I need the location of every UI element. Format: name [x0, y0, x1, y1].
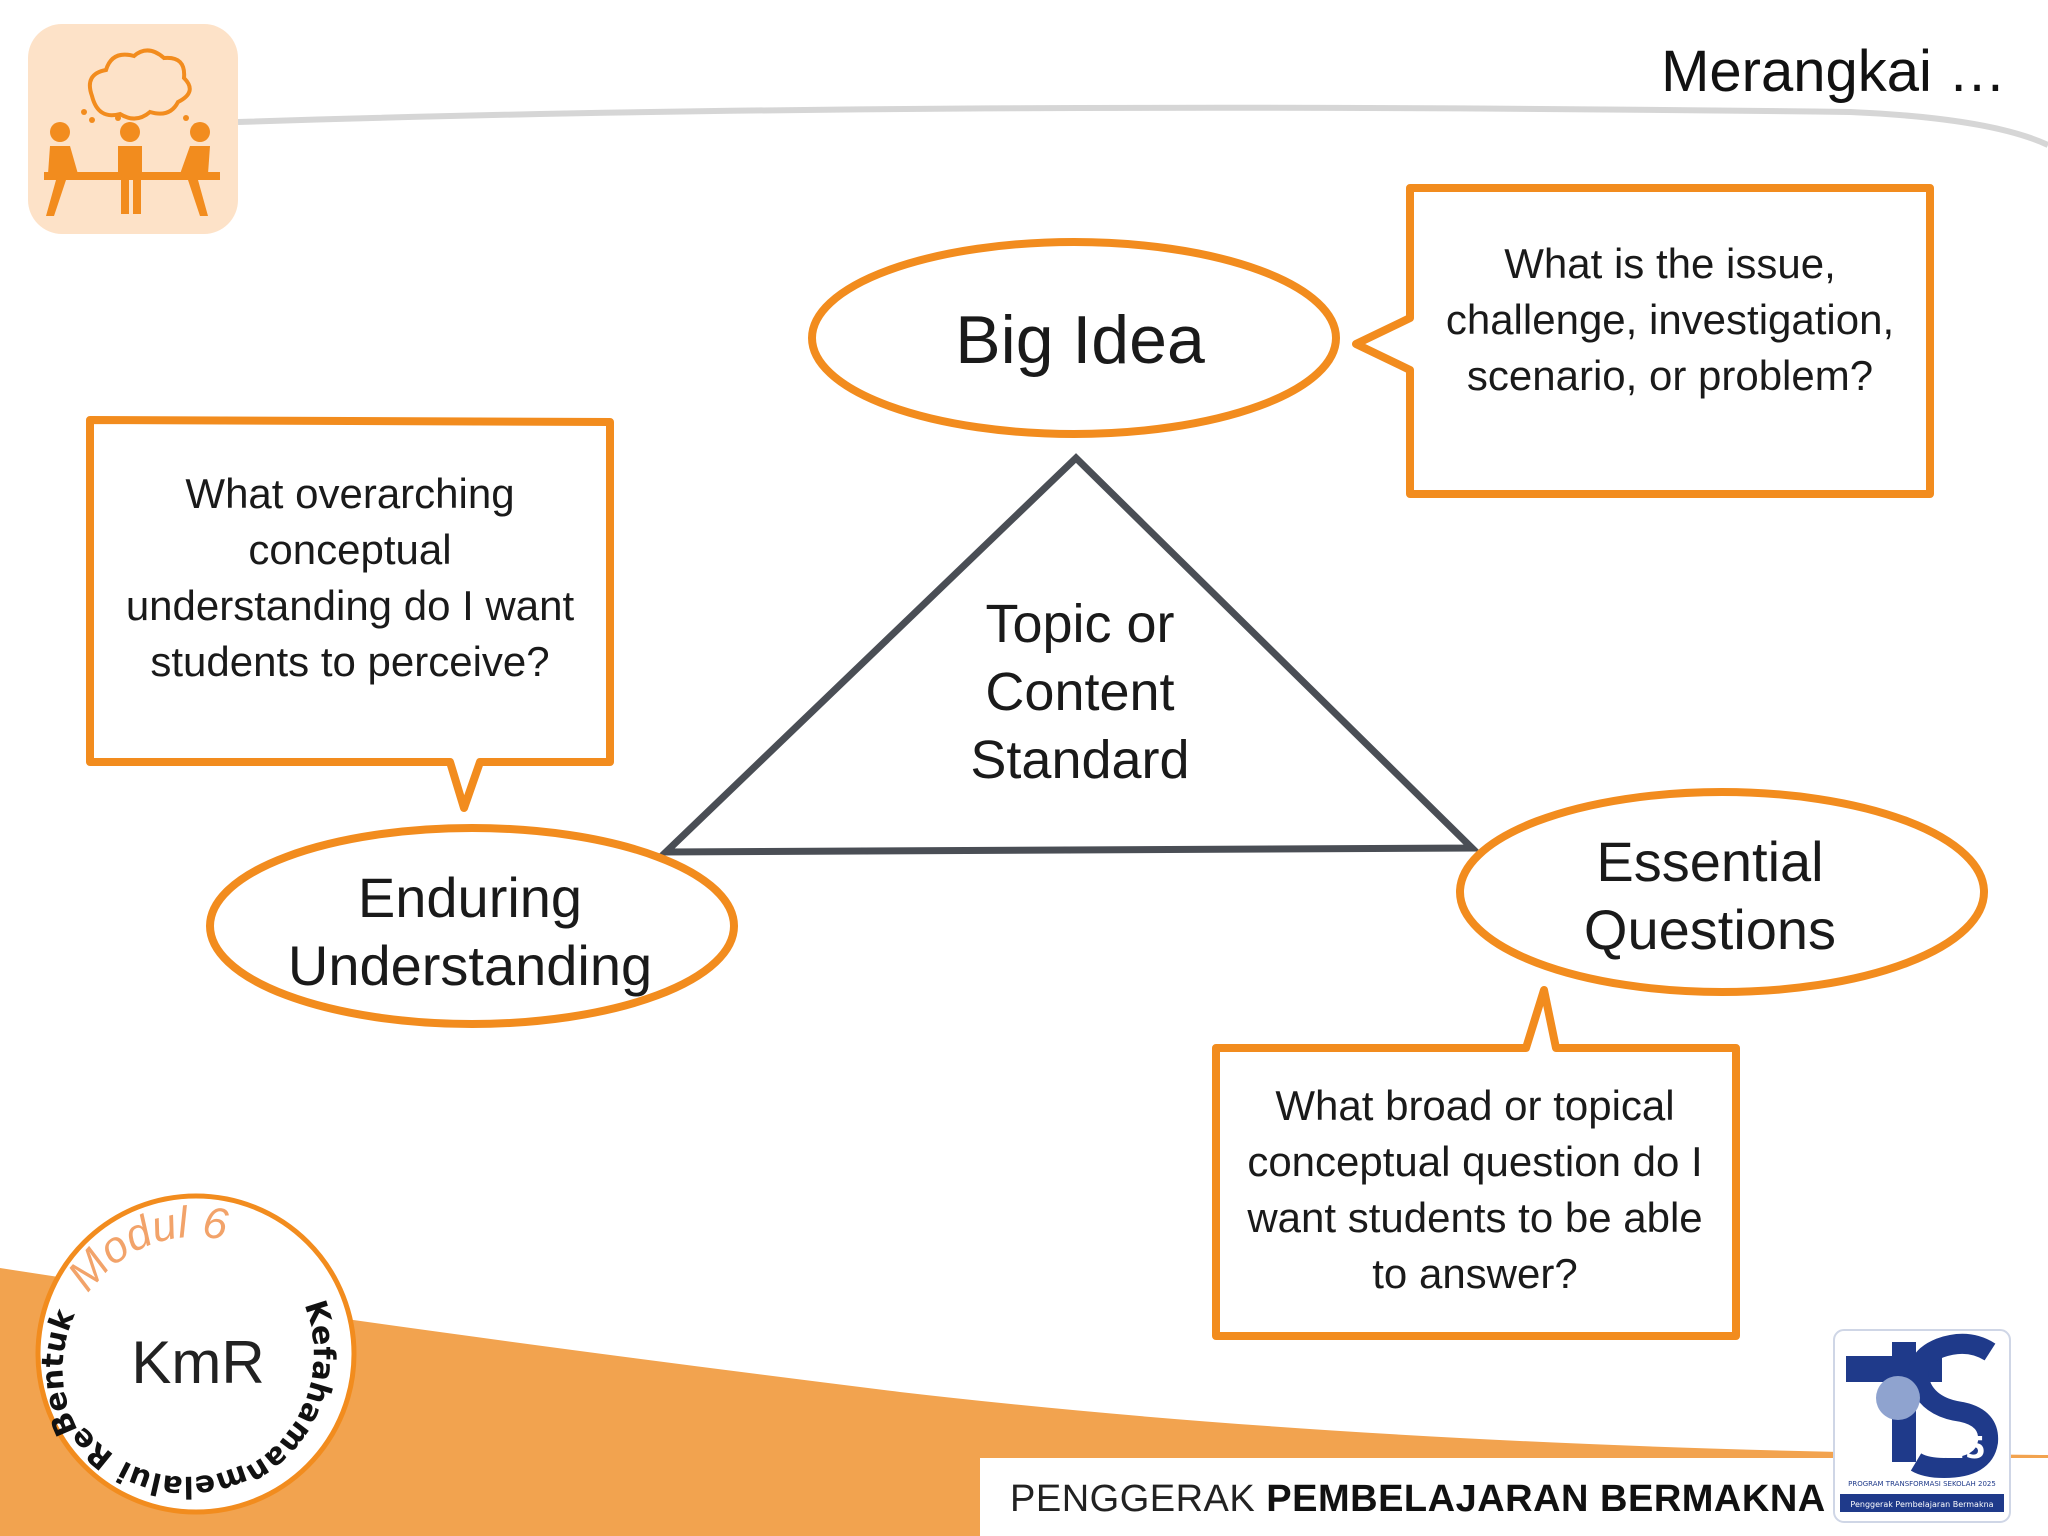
enduring-question-text: What overarching conceptual understandin… [112, 466, 588, 690]
svg-text:25: 25 [1944, 1431, 1986, 1466]
meeting-icon [28, 24, 238, 234]
text-line: Standard [970, 730, 1190, 790]
text-line: Content [985, 662, 1175, 722]
enduring-oval [206, 824, 738, 1028]
text-line: understanding do I want [125, 582, 575, 629]
essential-oval [1456, 788, 1988, 996]
text-line: scenario, or problem? [1466, 352, 1874, 399]
text-line: What broad or topical [1275, 1082, 1675, 1129]
ts25-logo: 25 PROGRAM TRANSFORMASI SEKOLAH 2025 Pen… [1833, 1329, 2011, 1523]
tagline-bold: PEMBELAJARAN BERMAKNA [1266, 1478, 1826, 1520]
text-line: students to perceive? [150, 638, 550, 685]
enduring-label: Enduring Understanding [250, 864, 690, 1000]
footer-tagline: PENGGERAK PEMBELAJARAN BERMAKNA [1010, 1478, 1826, 1521]
slide-title: Merangkai … [1661, 39, 2006, 104]
text-line: challenge, investigation, [1445, 296, 1895, 343]
header-divider [237, 104, 2048, 148]
essential-question-callout [1212, 986, 1740, 1340]
badge-abbreviation: KmR [131, 1329, 265, 1396]
logo-subtitle: PROGRAM TRANSFORMASI SEKOLAH 2025 [1848, 1480, 1996, 1488]
text-line: Topic or [985, 594, 1175, 654]
text-line: Essential [1596, 830, 1824, 893]
big-idea-oval [808, 238, 1340, 438]
enduring-question-callout [86, 416, 614, 812]
big-idea-question-text: What is the issue, challenge, investigat… [1420, 236, 1920, 404]
logo-caption: Penggerak Pembelajaran Bermakna [1850, 1500, 1993, 1509]
text-line: conceptual question do I [1247, 1138, 1703, 1185]
text-line: Understanding [287, 934, 653, 997]
text-line: to answer? [1372, 1250, 1578, 1297]
topic-label: Topic or Content Standard [900, 590, 1260, 794]
text-line: What overarching [185, 470, 515, 517]
text-line: want students to be able [1247, 1194, 1703, 1241]
text-line: conceptual [248, 526, 452, 573]
text-line: Enduring [357, 866, 583, 929]
tagline-light: PENGGERAK [1010, 1478, 1267, 1520]
essential-label: Essential Questions [1500, 828, 1920, 964]
essential-question-text: What broad or topical conceptual questio… [1215, 1078, 1735, 1302]
topic-triangle [657, 453, 1481, 856]
text-line: What is the issue, [1504, 240, 1836, 287]
big-idea-question-callout [1352, 184, 1934, 498]
text-line: Questions [1583, 898, 1837, 961]
big-idea-label: Big Idea [955, 302, 1205, 378]
